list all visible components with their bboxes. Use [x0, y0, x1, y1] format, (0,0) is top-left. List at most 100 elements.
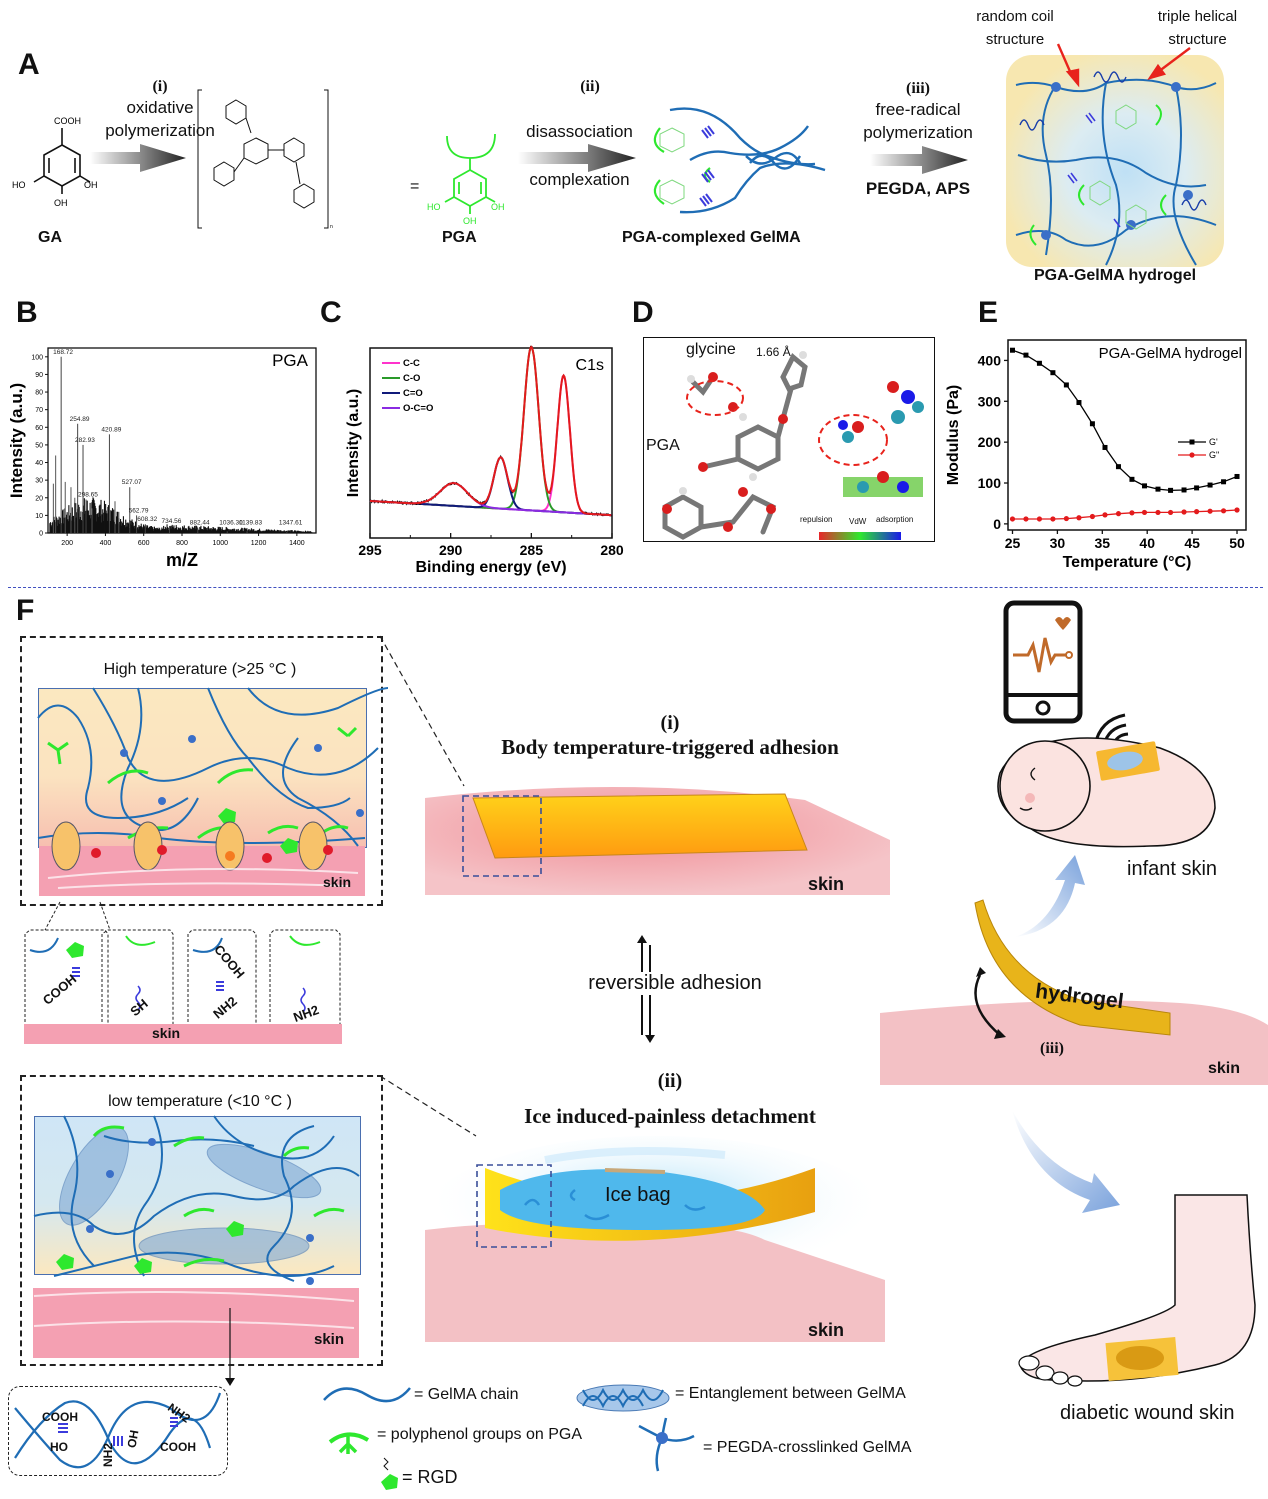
data-point — [1167, 509, 1174, 516]
chart-title: PGA-GelMA hydrogel — [1099, 345, 1242, 362]
legend-polyphenol-icon — [328, 1432, 370, 1454]
step-ii-label-top: disassociation — [526, 122, 633, 141]
step-ii-arrow — [518, 144, 636, 172]
helix-callout-arrow — [225, 1308, 235, 1386]
plot-frame — [1007, 339, 1247, 531]
legend-label: C=O — [403, 388, 423, 399]
hydrogel-name: PGA-GelMA hydrogel — [1033, 267, 1197, 284]
peak-label: 734.56 — [161, 518, 181, 525]
y-tick-label: 300 — [978, 393, 1002, 409]
hydrogel-peel-illustration — [880, 899, 1268, 1085]
series-line — [1012, 509, 1238, 520]
high-temp-zoom-box — [20, 636, 383, 906]
data-point — [1036, 516, 1043, 522]
step-i-num-f: (i) — [660, 712, 680, 734]
smartphone-icon — [1003, 600, 1083, 724]
series-line — [1012, 349, 1238, 492]
hydrogel-network-lines — [1015, 71, 1217, 266]
peak-label: 254.89 — [70, 416, 90, 423]
bond-zoom-boxes — [24, 901, 342, 1044]
step-i-label-2: polymerization — [105, 121, 215, 140]
step-iii-arrow — [870, 146, 968, 174]
y-tick-label: 400 — [978, 352, 1002, 368]
step-iii-label-2: polymerization — [863, 123, 973, 142]
pga-oh-bottom: OH — [463, 216, 477, 226]
pga-ho: HO — [427, 202, 441, 212]
step-ii-number: (ii) — [580, 78, 600, 95]
data-point — [1050, 516, 1056, 522]
colorbar-adsorption: adsorption — [876, 515, 914, 524]
panel-label-a: A — [18, 48, 40, 81]
y-tick-label: 10 — [35, 513, 43, 520]
high-temp-skin-label: skin — [323, 874, 352, 890]
x-tick-label: 1400 — [289, 540, 305, 547]
helix-zoom-box — [8, 1386, 228, 1476]
legend-label: O-C=O — [403, 403, 433, 414]
x-tick-label: 30 — [1050, 535, 1066, 551]
random-coil-label-1: random coil — [976, 8, 1054, 25]
y-tick-label: 80 — [35, 390, 43, 397]
data-point — [1036, 360, 1042, 366]
fitted-envelope — [369, 345, 612, 517]
peak-label: 1347.61 — [279, 520, 303, 527]
step-i-skin-label: skin — [808, 874, 845, 894]
data-point — [1207, 508, 1213, 514]
legend-label: G" — [1209, 450, 1219, 460]
data-point — [1207, 482, 1213, 488]
y-tick-label: 70 — [35, 407, 43, 414]
x-tick-label: 285 — [520, 542, 544, 558]
legend-gelma-chain: = GelMA chain — [414, 1386, 519, 1403]
bond-skin-label: skin — [152, 1025, 181, 1041]
x-axis-label: Binding energy (eV) — [415, 559, 566, 576]
colorbar-repulsion: repulsion — [800, 515, 833, 524]
chart-title: C1s — [576, 357, 604, 374]
equals-sign: = — [410, 178, 420, 195]
x-tick-label: 45 — [1184, 535, 1200, 551]
distance-label: 1.66 Å — [756, 345, 791, 359]
step-ii-title: Ice induced-painless detachment — [524, 1104, 816, 1128]
data-point — [1076, 515, 1082, 521]
panel-label-c: C — [320, 296, 342, 329]
step-iii-num-f: (iii) — [1040, 1040, 1064, 1057]
legend-polyphenol: = polyphenol groups on PGA — [377, 1426, 583, 1443]
docking-molecules — [662, 351, 924, 540]
helix-zoom-chains — [14, 1392, 222, 1469]
y-tick-label: 60 — [35, 425, 43, 432]
legend-crosslinked: = PEGDA-crosslinked GelMA — [703, 1439, 912, 1456]
infant-illustration — [997, 737, 1216, 848]
x-axis-label: m/Z — [166, 550, 198, 570]
data-point — [1023, 352, 1029, 358]
y-tick-label: 200 — [978, 434, 1002, 450]
data-point — [1063, 515, 1069, 522]
peak-label: 527.07 — [122, 479, 142, 486]
step-ii-skin-label: skin — [808, 1320, 845, 1340]
random-coil-label-2: structure — [985, 31, 1045, 48]
annotation-arrows — [1056, 43, 1191, 88]
y-tick-label: 30 — [35, 478, 43, 485]
triple-helix-label-1: triple helical — [1157, 8, 1238, 25]
chart-b-mass-spectrum: 168.72254.89282.93298.65420.89527.07562.… — [7, 347, 317, 570]
step-iii-reagents: PEGDA, APS — [865, 179, 971, 198]
vdw-colorbar — [819, 532, 901, 540]
peak-label: 168.72 — [53, 349, 73, 356]
y-tick-label: 100 — [31, 354, 43, 361]
ga-cooh: COOH — [54, 116, 81, 126]
legend-entanglement-icon — [576, 1384, 670, 1412]
data-point — [1168, 487, 1174, 493]
data-point — [1063, 382, 1069, 388]
infant-skin-label: infant skin — [1127, 858, 1218, 880]
y-tick-label: 90 — [35, 372, 43, 379]
x-tick-label: 280 — [600, 542, 624, 558]
data-point — [1115, 464, 1121, 470]
helix-nh2-1: NH2 — [101, 1442, 116, 1468]
data-point — [1220, 508, 1227, 514]
data-point — [1050, 370, 1056, 376]
legend-rgd: = RGD — [402, 1467, 458, 1487]
y-tick-label: 100 — [978, 475, 1002, 491]
data-point — [1142, 483, 1148, 489]
step-i-title: Body temperature-triggered adhesion — [501, 735, 839, 759]
step-i-label-1: oxidative — [126, 98, 194, 117]
panel-label-e: E — [978, 296, 999, 329]
data-point — [1023, 516, 1029, 522]
x-tick-label: 295 — [358, 542, 382, 558]
